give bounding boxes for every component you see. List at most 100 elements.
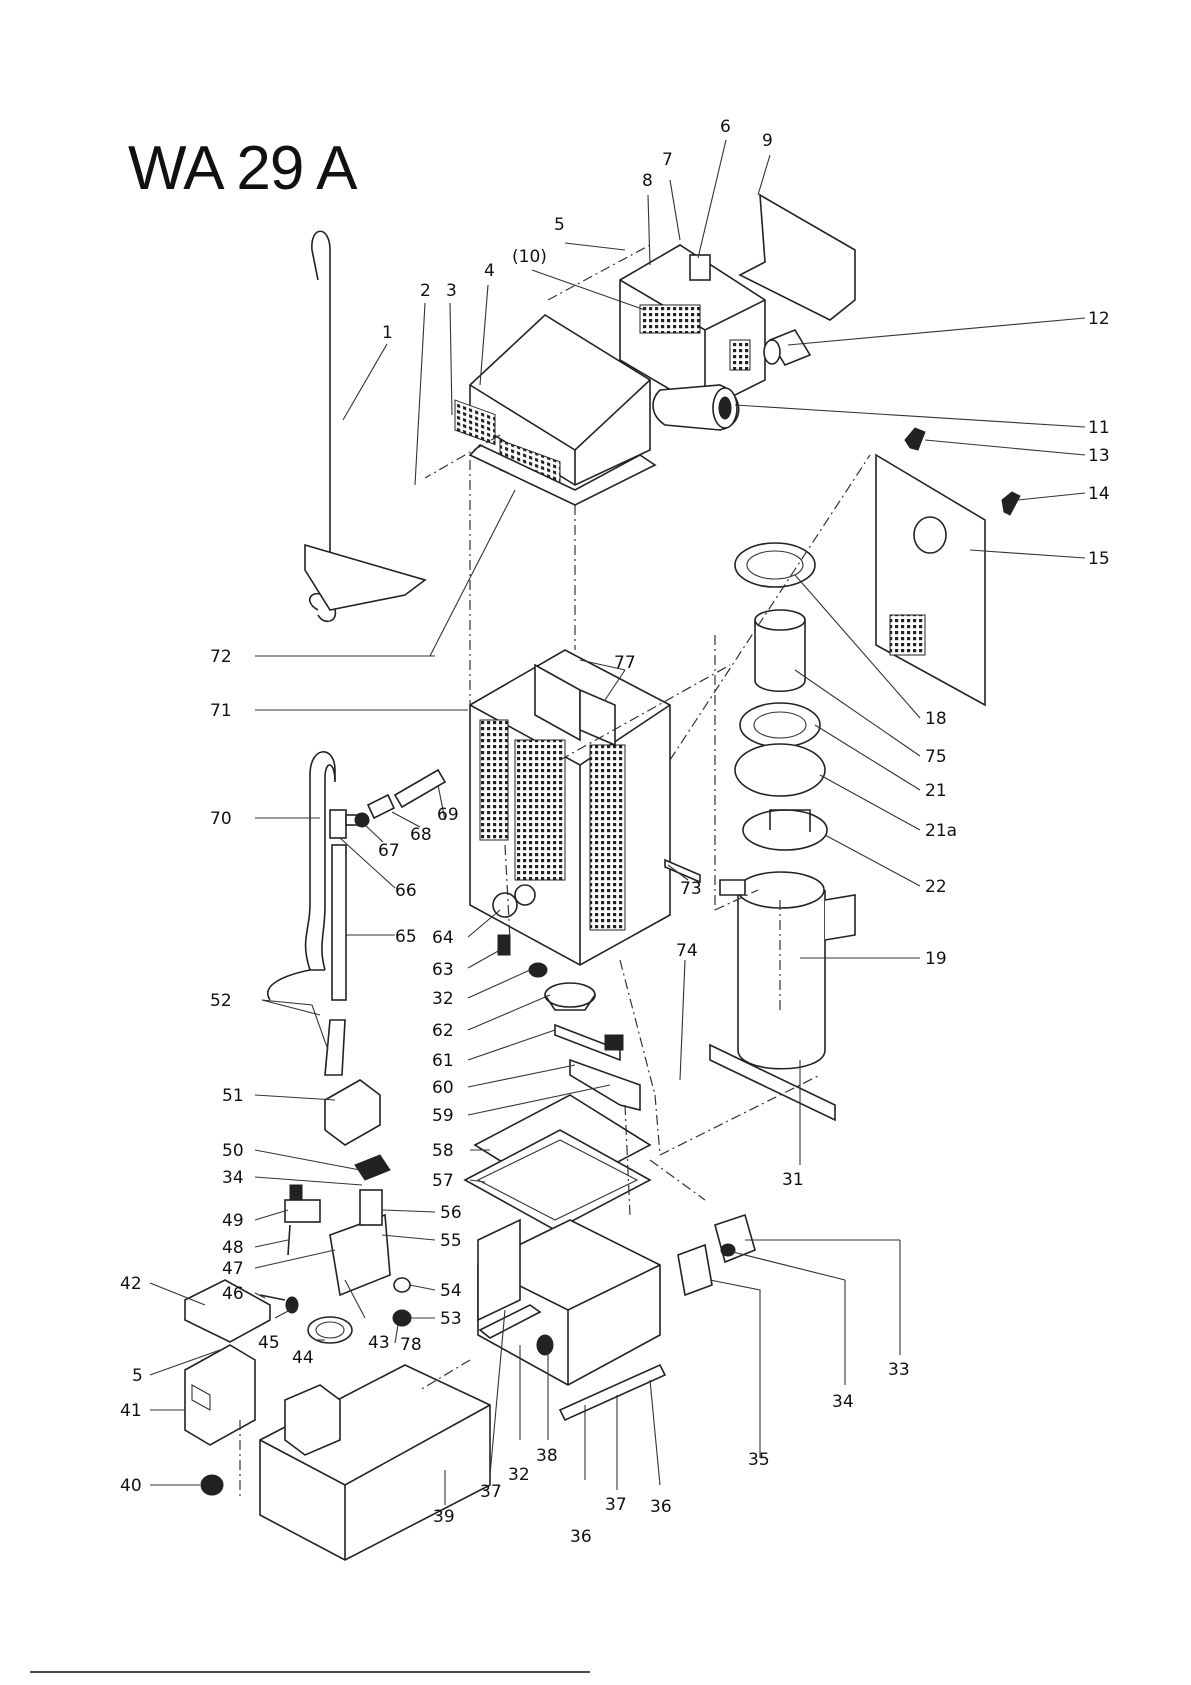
callout-63: 63 — [432, 960, 454, 980]
callout-10: (10) — [512, 247, 547, 267]
callout-69: 69 — [437, 805, 459, 825]
callout-34b: 34 — [832, 1392, 854, 1412]
part-63-connector — [498, 935, 510, 955]
part-21-ring — [740, 703, 820, 747]
part-22-basket — [743, 810, 827, 850]
callout-70: 70 — [210, 809, 232, 829]
callout-13: 13 — [1088, 446, 1110, 466]
part-19-combustion-chamber — [720, 872, 855, 1069]
callout-41: 41 — [120, 1401, 142, 1421]
callout-14: 14 — [1088, 484, 1110, 504]
callout-60: 60 — [432, 1078, 454, 1098]
callout-62: 62 — [432, 1021, 454, 1041]
callout-38: 38 — [536, 1446, 558, 1466]
callout-45: 45 — [258, 1333, 280, 1353]
callout-77: 77 — [614, 653, 636, 673]
callout-7: 7 — [662, 150, 673, 170]
part-11-blower-fan — [653, 385, 739, 430]
part-1-hook-tool — [305, 231, 425, 621]
callout-33: 33 — [888, 1360, 910, 1380]
part-38-base-tray — [478, 1220, 660, 1385]
callout-57: 57 — [432, 1171, 454, 1191]
callout-53: 53 — [440, 1309, 462, 1329]
part-39-ash-drawer — [260, 1365, 490, 1560]
callout-36a: 36 — [570, 1527, 592, 1547]
callout-46: 46 — [222, 1284, 244, 1304]
callout-18: 18 — [925, 709, 947, 729]
callout-2: 2 — [420, 281, 431, 301]
callout-47: 47 — [222, 1259, 244, 1279]
callout-72: 72 — [210, 647, 232, 667]
part-14-clip — [1002, 492, 1020, 515]
callout-11: 11 — [1088, 418, 1110, 438]
callout-39: 39 — [433, 1507, 455, 1527]
part-35-bracket — [678, 1245, 712, 1295]
callout-56: 56 — [440, 1203, 462, 1223]
callout-55: 55 — [440, 1231, 462, 1251]
callout-71: 71 — [210, 701, 232, 721]
callout-9: 9 — [762, 131, 773, 151]
callout-31: 31 — [782, 1170, 804, 1190]
callout-61: 61 — [432, 1051, 454, 1071]
callout-40: 40 — [120, 1476, 142, 1496]
part-67-nut — [355, 813, 369, 827]
callout-8: 8 — [642, 171, 653, 191]
part-40-knob — [201, 1475, 223, 1495]
callout-21: 21 — [925, 781, 947, 801]
callout-37a: 37 — [480, 1482, 502, 1502]
part-62-funnel — [545, 983, 595, 1010]
callout-3: 3 — [446, 281, 457, 301]
callout-37b: 37 — [605, 1495, 627, 1515]
callout-5a: 5 — [554, 215, 565, 235]
part-65-pipe-section — [332, 845, 346, 1000]
part-34-nut-side — [721, 1244, 735, 1256]
part-12-tube — [764, 330, 810, 365]
callout-74: 74 — [676, 941, 698, 961]
callout-44: 44 — [292, 1348, 314, 1368]
callout-42: 42 — [120, 1274, 142, 1294]
part-69-tube — [395, 770, 445, 807]
callout-54: 54 — [440, 1281, 462, 1301]
callout-73: 73 — [680, 879, 702, 899]
callout-12: 12 — [1088, 309, 1110, 329]
part-52-hose — [325, 1020, 345, 1075]
callout-43: 43 — [368, 1333, 390, 1353]
callout-75: 75 — [925, 747, 947, 767]
callout-32b: 32 — [508, 1465, 530, 1485]
part-75-cylinder-insert — [755, 610, 805, 691]
part-32-nut-lower — [537, 1335, 553, 1355]
part-32-nut-upper — [529, 963, 547, 977]
callout-48: 48 — [222, 1238, 244, 1258]
part-49-valve — [285, 1185, 320, 1222]
callout-67: 67 — [378, 841, 400, 861]
callout-15: 15 — [1088, 549, 1110, 569]
part-33-bracket — [715, 1215, 755, 1262]
callout-35: 35 — [748, 1450, 770, 1470]
part-56-box — [360, 1190, 382, 1225]
callout-19: 19 — [925, 949, 947, 969]
callout-6: 6 — [720, 117, 731, 137]
part-41-drawer-box — [185, 1345, 255, 1445]
callout-22: 22 — [925, 877, 947, 897]
part-70-pipe — [268, 752, 335, 1000]
callout-36b: 36 — [650, 1497, 672, 1517]
callout-32a: 32 — [432, 989, 454, 1009]
part-54-knob — [394, 1278, 410, 1292]
part-48-probe — [288, 1225, 290, 1255]
callout-50: 50 — [222, 1141, 244, 1161]
callout-4: 4 — [484, 261, 495, 281]
callout-21a: 21a — [925, 821, 957, 841]
callout-68: 68 — [410, 825, 432, 845]
part-53-knob — [393, 1310, 411, 1326]
part-47-bracket — [330, 1215, 390, 1295]
callout-59: 59 — [432, 1106, 454, 1126]
part-44-cable-coil — [308, 1317, 352, 1343]
part-18-top-ring — [735, 543, 815, 587]
callout-34a: 34 — [222, 1168, 244, 1188]
part-15-rear-panel — [876, 455, 985, 705]
callout-66: 66 — [395, 881, 417, 901]
part-61-switch — [605, 1035, 623, 1050]
callout-78: 78 — [400, 1335, 422, 1355]
part-68-coupling — [368, 795, 394, 818]
